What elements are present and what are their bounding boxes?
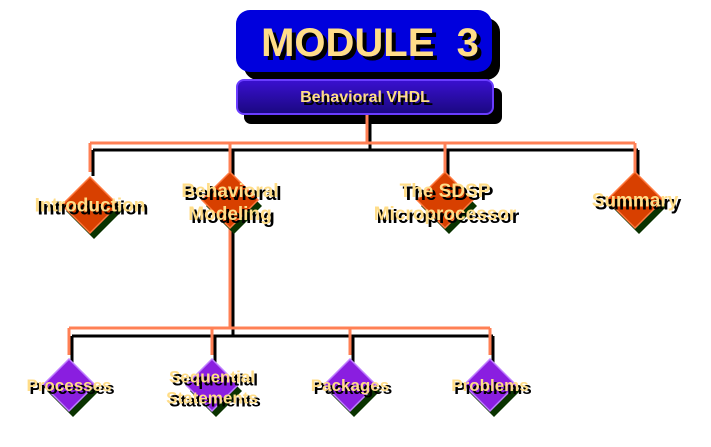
node-label: Introduction — [35, 196, 146, 217]
node-label: Processes — [26, 376, 111, 395]
node-label: Summary — [592, 191, 679, 212]
node-label: Behavioral — [181, 181, 278, 202]
subtitle: Behavioral VHDL — [300, 89, 430, 106]
diamond-icon — [200, 170, 260, 230]
node-processes[interactable]: Processes — [26, 357, 112, 417]
node-label: The SDSP — [400, 181, 491, 202]
diamond-icon — [605, 170, 665, 230]
connectors — [67, 115, 640, 363]
diamond-icon — [60, 175, 120, 235]
title-box-fill — [236, 10, 492, 72]
title-box: MODULE 3 — [236, 10, 500, 80]
diamond-icon — [462, 357, 518, 413]
diamond-icon — [184, 357, 240, 413]
node-label: Packages — [311, 376, 389, 395]
subtitle-box[interactable]: Behavioral VHDL — [236, 79, 502, 124]
node-problems[interactable]: Problems — [451, 357, 529, 417]
node-introduction[interactable]: Introduction — [35, 175, 146, 239]
node-label: Microprocessor — [374, 204, 517, 225]
subtitle-box-fill — [236, 79, 494, 115]
diamond-icon — [41, 357, 97, 413]
node-summary[interactable]: Summary — [592, 170, 679, 234]
node-label: Modeling — [188, 204, 271, 225]
diamond-icon — [415, 170, 475, 230]
node-label: Problems — [451, 376, 528, 395]
node-label: Statements — [166, 388, 258, 407]
module-title: MODULE 3 — [261, 21, 479, 65]
diamond-icon — [322, 357, 378, 413]
node-label: Sequential — [169, 367, 255, 386]
node-packages[interactable]: Packages — [311, 357, 389, 417]
